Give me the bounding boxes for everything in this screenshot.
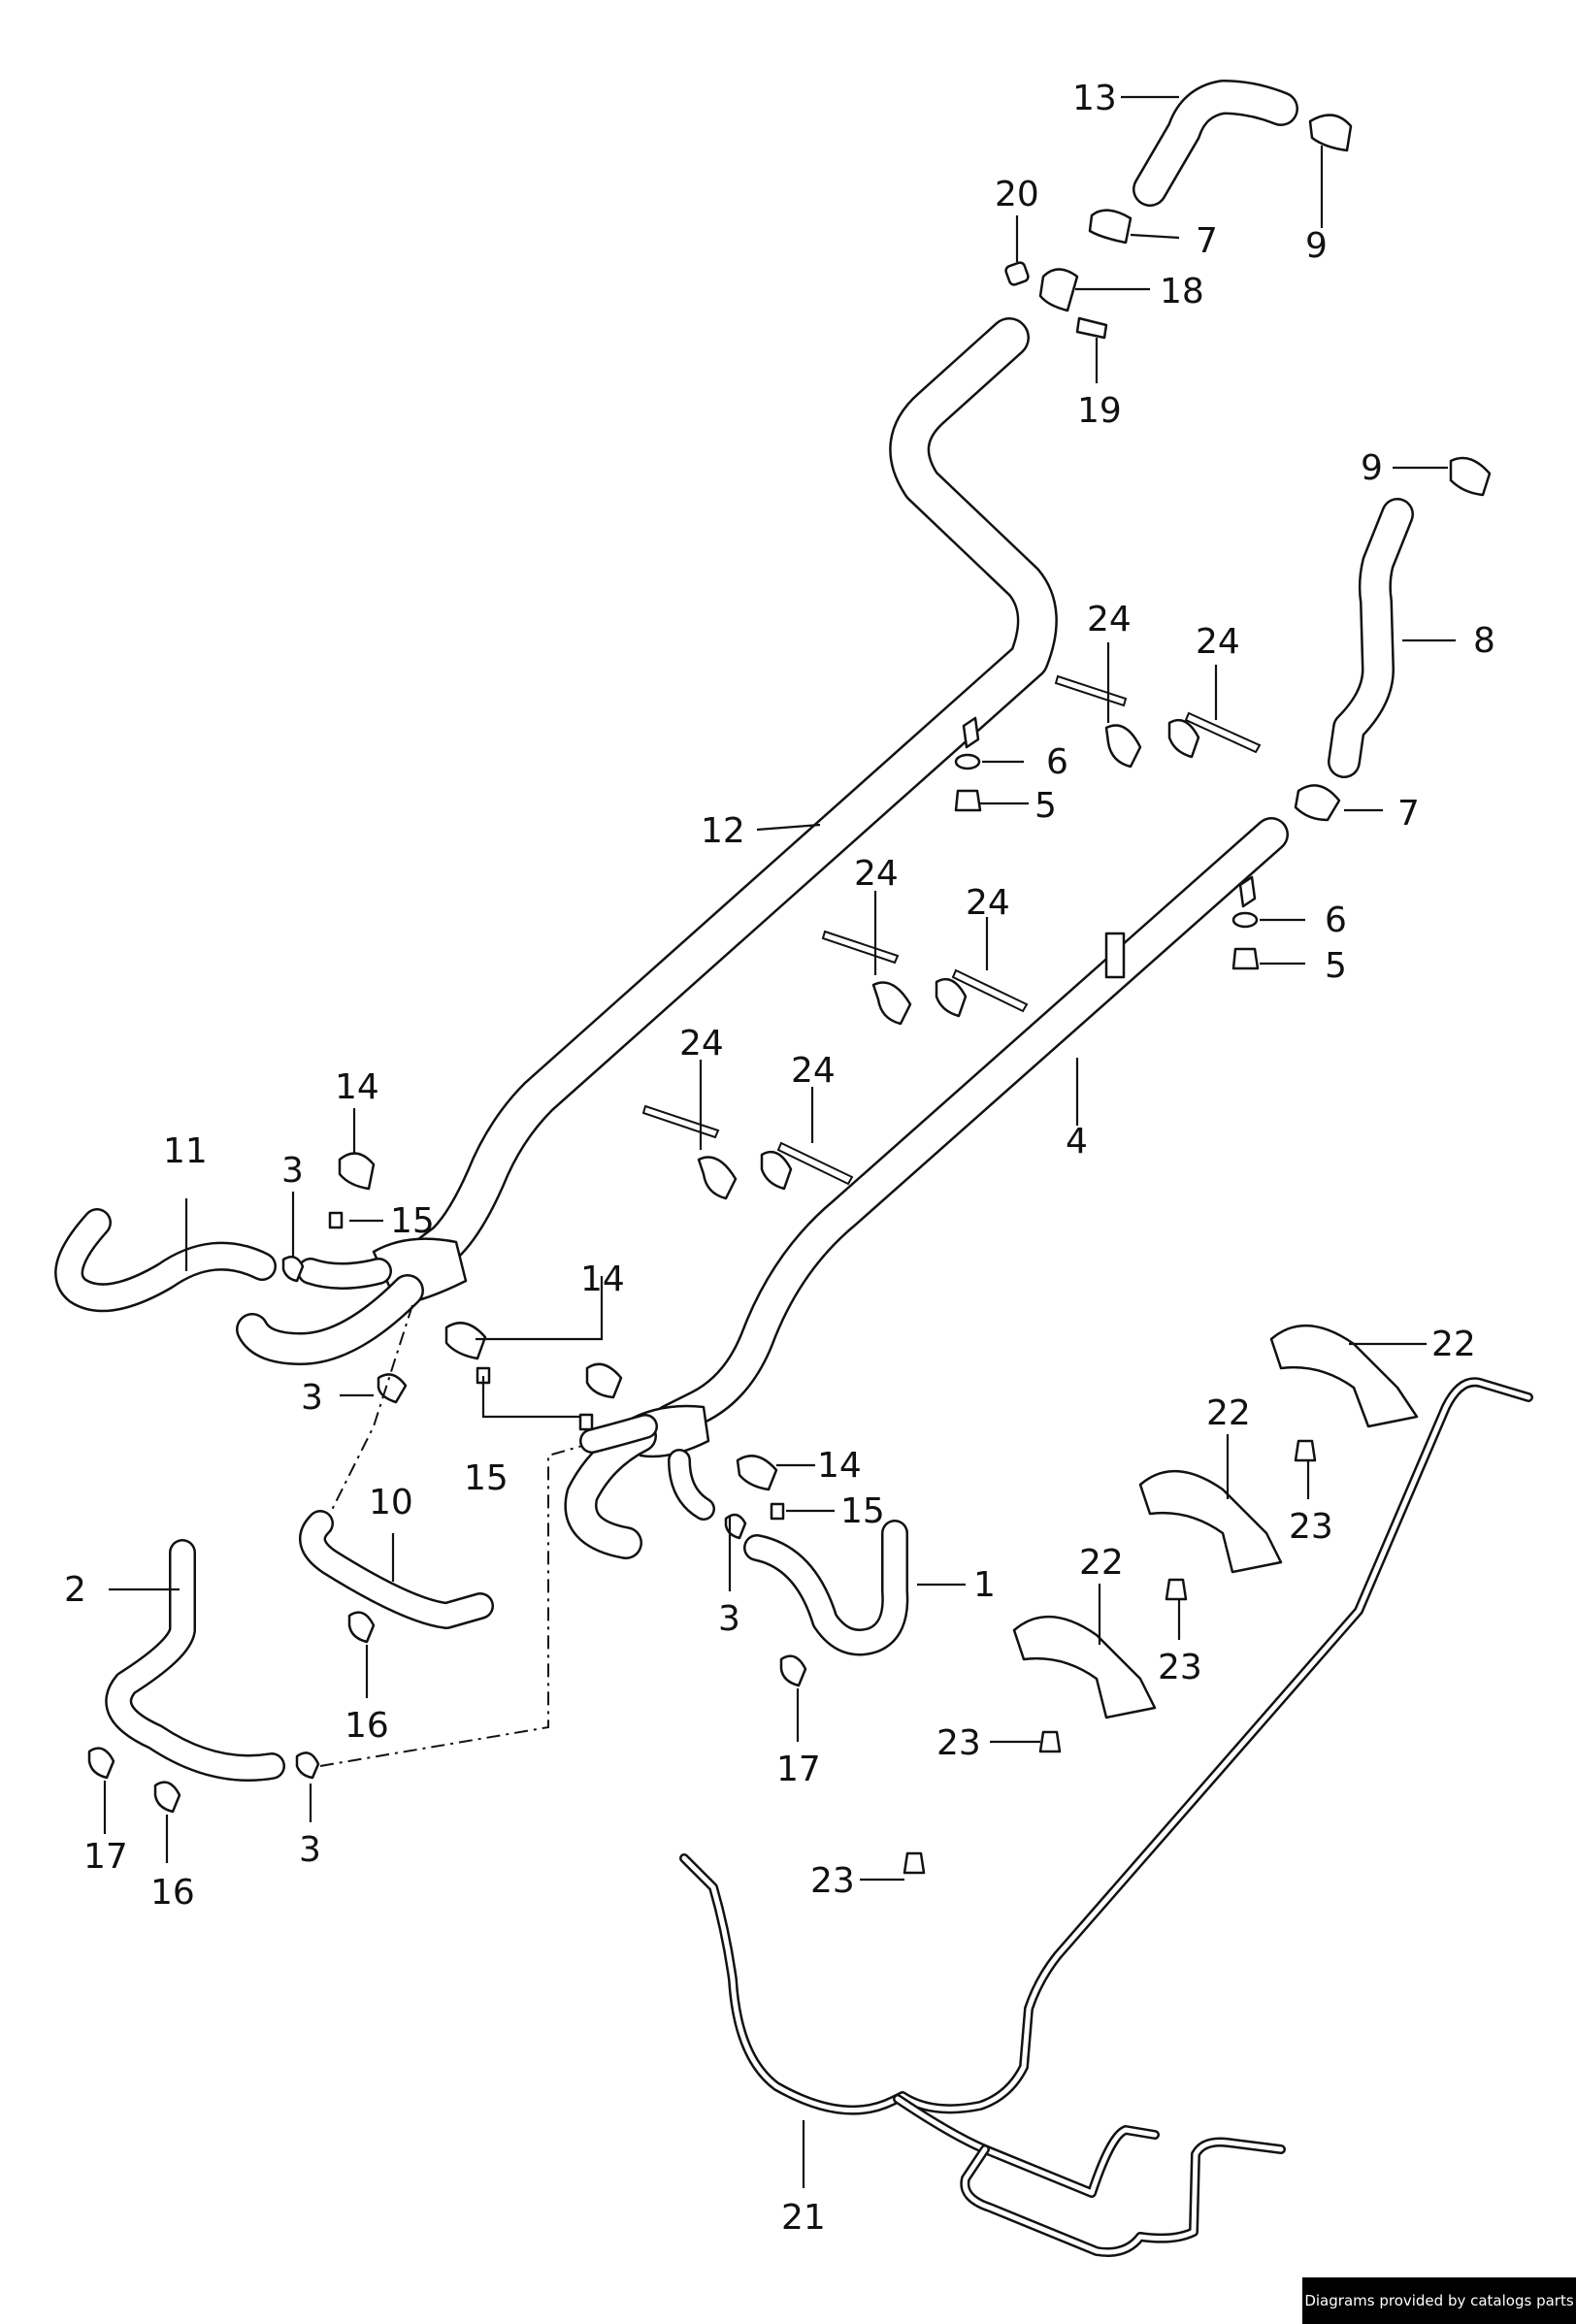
callout-15: 15 xyxy=(390,1201,435,1241)
callout-16: 16 xyxy=(345,1706,389,1746)
callout-9: 9 xyxy=(1305,226,1328,266)
callout-2: 2 xyxy=(64,1570,86,1610)
callout-6: 6 xyxy=(1325,900,1347,940)
callout-17: 17 xyxy=(83,1837,128,1877)
clip-14-d xyxy=(736,1455,778,1491)
fastener-23-d xyxy=(903,1851,926,1875)
callout-23: 23 xyxy=(1158,1648,1202,1687)
clip-16-b xyxy=(153,1781,181,1814)
callout-23: 23 xyxy=(1289,1507,1333,1547)
callout-16: 16 xyxy=(150,1873,195,1913)
callout-14: 14 xyxy=(335,1067,379,1107)
mount-22-group xyxy=(1012,1325,1419,1719)
clip-16-a xyxy=(347,1611,376,1644)
callout-7: 7 xyxy=(1196,221,1218,261)
callout-14: 14 xyxy=(580,1260,625,1299)
callout-24: 24 xyxy=(1196,622,1240,662)
o-ring-6-lower xyxy=(1231,911,1259,929)
callout-24: 24 xyxy=(854,854,899,894)
callout-24: 24 xyxy=(679,1024,724,1064)
callout-24: 24 xyxy=(1087,600,1132,639)
callout-3: 3 xyxy=(281,1151,304,1191)
screw-15-d xyxy=(770,1502,785,1521)
callout-17: 17 xyxy=(776,1750,821,1789)
callout-1: 1 xyxy=(973,1565,996,1605)
o-ring-6-upper xyxy=(954,753,981,770)
clamp-9-top xyxy=(1308,114,1353,152)
clip-14-c xyxy=(585,1362,623,1399)
callout-21: 21 xyxy=(781,2198,826,2238)
clip-17-b xyxy=(779,1654,807,1687)
clip-14-b xyxy=(444,1322,487,1360)
clamp-7-top xyxy=(1088,209,1133,245)
callout-23: 23 xyxy=(936,1723,981,1763)
fastener-23-c xyxy=(1038,1730,1062,1753)
plug-5-upper xyxy=(954,789,982,812)
callout-5: 5 xyxy=(1325,946,1347,986)
screw-15-a xyxy=(328,1211,344,1229)
callout-3: 3 xyxy=(299,1830,321,1870)
clip-14-a xyxy=(338,1152,376,1191)
sleeve-20 xyxy=(1004,261,1030,286)
callout-22: 22 xyxy=(1079,1543,1124,1583)
callout-14: 14 xyxy=(817,1446,862,1486)
callout-13: 13 xyxy=(1072,79,1117,118)
callout-22: 22 xyxy=(1206,1393,1251,1433)
clamp-9-right xyxy=(1449,456,1492,497)
callout-4: 4 xyxy=(1066,1122,1088,1162)
clamp-3-a xyxy=(281,1255,305,1283)
fastener-23-a xyxy=(1294,1439,1317,1462)
callout-24: 24 xyxy=(966,883,1010,923)
clamp-18 xyxy=(1038,268,1079,312)
callout-23: 23 xyxy=(810,1861,855,1901)
callout-3: 3 xyxy=(718,1599,740,1639)
callout-24: 24 xyxy=(791,1051,836,1091)
callout-9: 9 xyxy=(1361,448,1383,488)
callout-18: 18 xyxy=(1160,272,1204,311)
line-21 xyxy=(679,1377,1533,2257)
screw-15-b xyxy=(476,1366,491,1385)
clamp-3-b xyxy=(377,1373,408,1404)
callout-12: 12 xyxy=(701,811,745,851)
callout-22: 22 xyxy=(1431,1325,1476,1364)
plug-5-lower xyxy=(1231,947,1260,970)
callout-3: 3 xyxy=(301,1378,323,1418)
callout-8: 8 xyxy=(1473,621,1495,661)
clip-17-a xyxy=(87,1747,115,1780)
fastener-23-b xyxy=(1165,1578,1188,1601)
bolt-19 xyxy=(1075,316,1108,340)
credit-banner: Diagrams provided by catalogs parts xyxy=(1302,2277,1576,2324)
callout-5: 5 xyxy=(1034,786,1057,826)
callout-6: 6 xyxy=(1046,742,1068,782)
callout-15: 15 xyxy=(840,1491,885,1531)
callout-11: 11 xyxy=(163,1131,208,1171)
cable-tie-24-group xyxy=(641,674,1262,1200)
callout-10: 10 xyxy=(369,1483,413,1522)
clamp-7-right xyxy=(1294,784,1341,822)
clamp-3-d xyxy=(295,1751,320,1780)
callout-15: 15 xyxy=(464,1458,509,1498)
callout-7: 7 xyxy=(1397,794,1420,834)
callout-labels: 1 2 3 3 3 3 4 5 5 6 6 7 7 8 9 9 10 11 12… xyxy=(64,79,1495,2238)
callout-20: 20 xyxy=(995,175,1039,214)
callout-19: 19 xyxy=(1077,391,1122,431)
screw-15-c xyxy=(578,1413,594,1431)
